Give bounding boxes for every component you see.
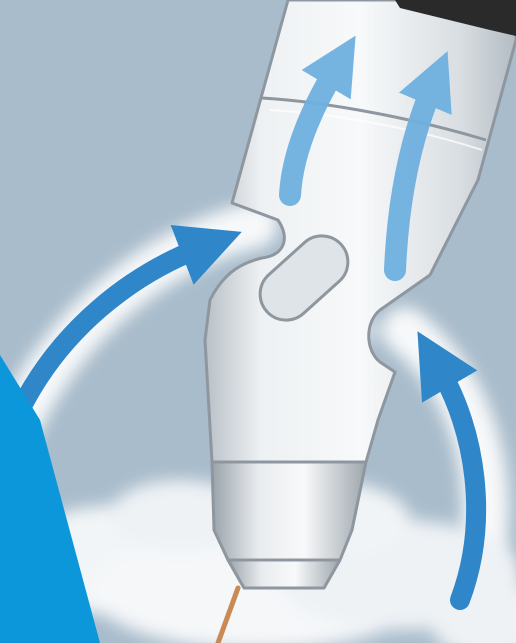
torch-tip	[228, 560, 340, 588]
torch-nozzle	[212, 462, 366, 560]
